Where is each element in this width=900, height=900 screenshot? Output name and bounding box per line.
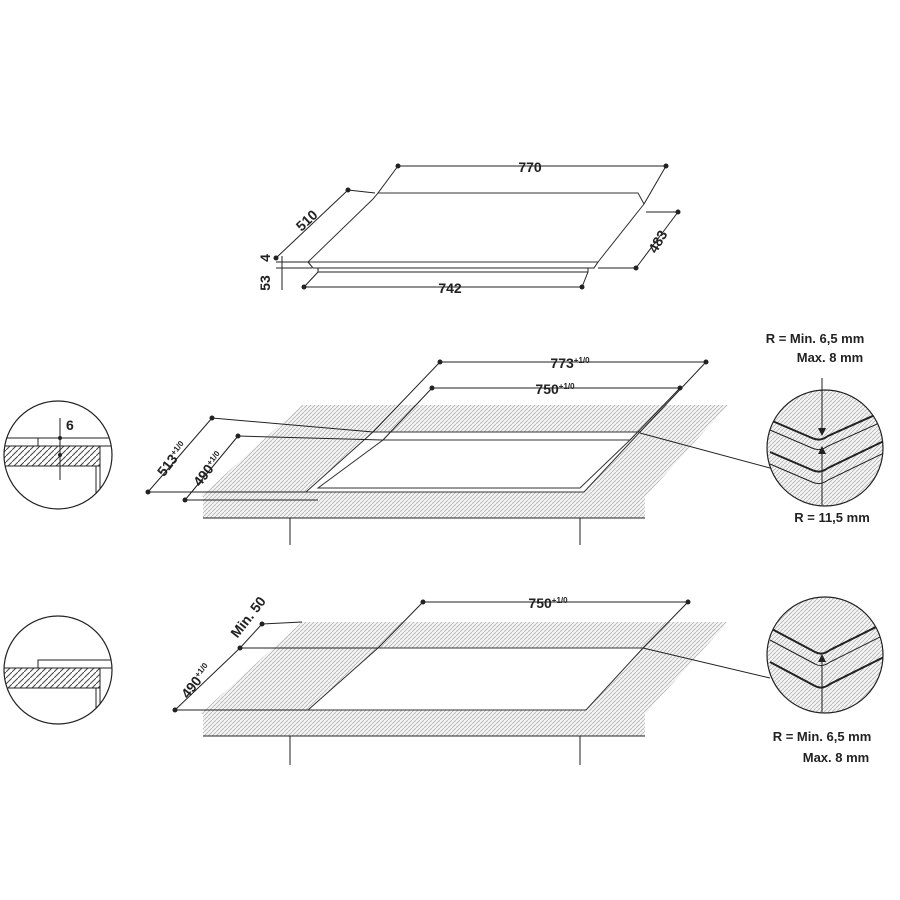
dim-flush-outer-depth: 513+1/0 [154,438,191,479]
dim-hob-depth: 510 [293,206,321,234]
dim-glass-thickness: 4 [257,254,273,262]
standard-cutout-drawing: 750+1/0 Min. 50 490+1/0 [3,593,884,765]
flush-cutout-rebate [316,439,632,489]
flush-section-detail: 6 [3,400,113,510]
standard-corner-radius-min: R = Min. 6,5 mm [773,729,872,744]
hob-glass-top [306,192,645,263]
dim-rebate-depth: 6 [66,417,74,433]
dim-hob-width: 770 [518,159,542,175]
flush-corner-radius-min: R = Min. 6,5 mm [766,331,865,346]
dim-flush-inner-width: 750+1/0 [535,381,575,397]
flush-corner-radius-inner: R = 11,5 mm [794,510,870,525]
worktop-front-edge-lower [203,714,645,736]
standard-corner-detail: R = Min. 6,5 mm Max. 8 mm [642,596,884,765]
dim-min-front-edge: Min. 50 [227,593,269,640]
standard-section-detail [3,615,113,725]
flush-corner-radius-max: Max. 8 mm [797,350,863,365]
flush-cutout-drawing: 773+1/0 750+1/0 513+1/0 490+1/0 [3,331,884,545]
dim-standard-depth: 490+1/0 [178,660,215,701]
dim-flush-outer-width: 773+1/0 [550,355,590,371]
standard-corner-radius-max: Max. 8 mm [803,750,869,765]
flush-corner-detail: R = Min. 6,5 mm Max. 8 mm R = 11,5 mm [639,331,884,525]
dim-body-height: 53 [257,275,273,291]
hob-body [317,268,589,273]
standard-cutout-opening [306,647,645,711]
worktop-front-edge [203,497,645,518]
hob-drawing: 770 510 4 53 742 483 [257,159,681,296]
dim-hob-bottom-width: 742 [438,280,462,296]
dim-standard-width: 750+1/0 [528,595,568,611]
hob-glass-edge [307,261,599,269]
